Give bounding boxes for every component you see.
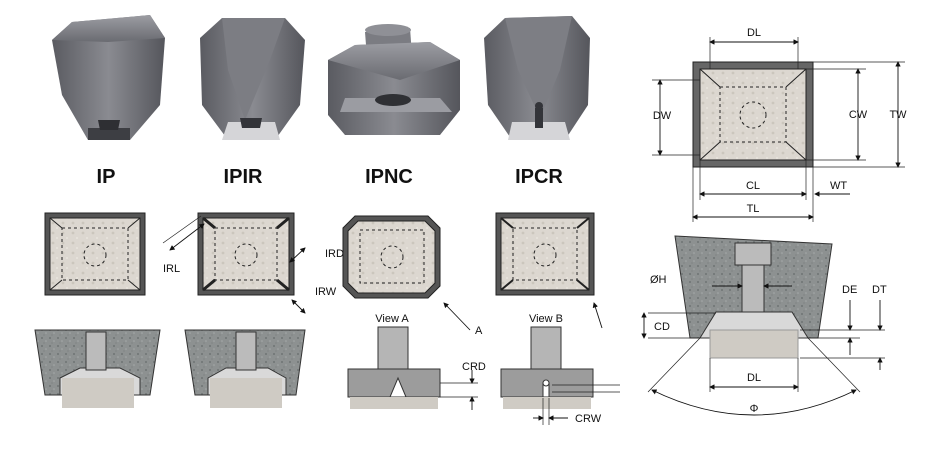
dim-ird: IRD <box>325 248 344 260</box>
top-view-ipir: IRL IRD IRW <box>162 212 344 314</box>
view-a-label: View A <box>375 313 409 325</box>
dim-tl: TL <box>747 203 760 215</box>
dim-irw: IRW <box>315 286 337 298</box>
dim-cd: CD <box>654 321 670 333</box>
insert-3d-ip <box>52 15 165 140</box>
section-view-b: View B CRW <box>500 313 620 425</box>
section-ip <box>34 329 161 408</box>
dim-tw: TW <box>889 109 907 121</box>
type-label-ipcr: IPCR <box>515 166 563 188</box>
insert-3d-ipcr <box>484 16 590 140</box>
dim-h: ØH <box>650 274 667 286</box>
type-label-ipnc: IPNC <box>365 166 413 188</box>
dim-wt: WT <box>830 180 847 192</box>
type-label-ipir: IPIR <box>224 166 263 188</box>
section-ipir <box>184 329 306 408</box>
dimension-top-view: DL DW CW TW CL WT TL <box>652 27 907 222</box>
insert-3d-ipir <box>200 18 305 140</box>
dim-de: DE <box>842 284 857 296</box>
view-b-label: View B <box>529 313 563 325</box>
dim-crw: CRW <box>575 413 602 425</box>
section-view-a: View A CRD <box>347 313 486 410</box>
dim-irl: IRL <box>163 263 180 275</box>
view-arrow-a: A <box>475 325 483 337</box>
dim-dl-section: DL <box>747 372 761 384</box>
top-view-ip <box>44 212 146 296</box>
dim-cw: CW <box>849 109 868 121</box>
dim-dt: DT <box>872 284 887 296</box>
top-view-ipcr <box>495 212 603 329</box>
dim-crd: CRD <box>462 361 486 373</box>
top-view-ipnc: A <box>342 215 483 337</box>
dim-dw: DW <box>653 110 672 122</box>
dimension-section: ØH CD DE DT DL Φ <box>641 235 887 416</box>
dim-cl: CL <box>746 180 760 192</box>
insert-3d-ipnc <box>328 24 460 135</box>
dim-phi: Φ <box>750 403 759 415</box>
type-label-ip: IP <box>97 166 116 188</box>
dim-dl: DL <box>747 27 761 39</box>
